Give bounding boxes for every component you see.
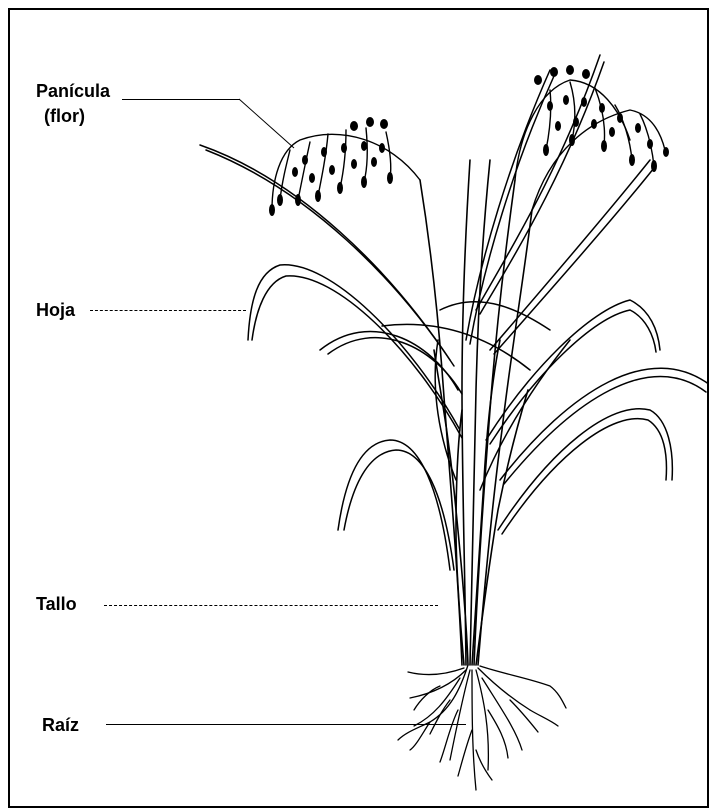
- leader-line-panicle: [122, 99, 240, 100]
- label-panicle-flower: (flor): [44, 105, 85, 127]
- leader-line-leaf: [90, 310, 246, 311]
- label-root: Raíz: [42, 714, 79, 736]
- root-system: [398, 665, 566, 790]
- stem-bundle: [420, 160, 532, 665]
- leader-line-panicle-diagonal: [238, 96, 298, 152]
- label-leaf: Hoja: [36, 299, 75, 321]
- label-stem: Tallo: [36, 593, 77, 615]
- label-panicle: Panícula: [36, 80, 110, 102]
- leader-line-root: [106, 724, 466, 725]
- diagram-frame: Panícula (flor) Hoja Tallo Raíz: [8, 8, 709, 808]
- rice-plant-illustration: [10, 10, 707, 806]
- leader-line-stem: [104, 605, 438, 606]
